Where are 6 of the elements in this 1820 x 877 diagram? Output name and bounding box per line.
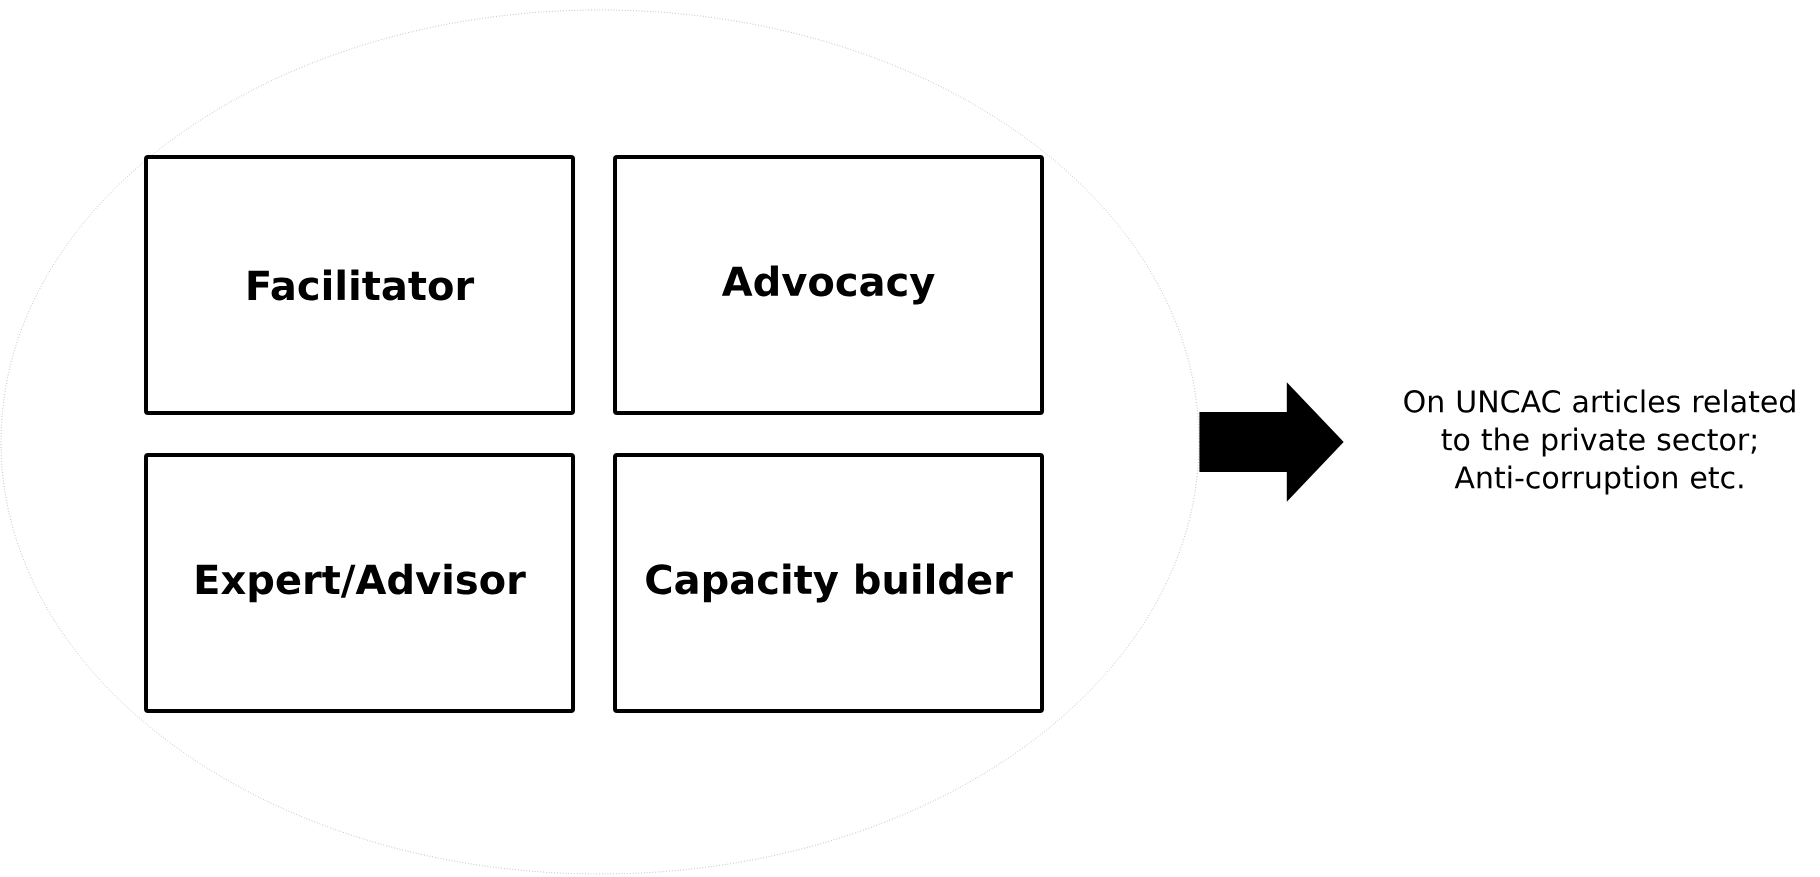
role-box: Advocacy	[613, 155, 1044, 415]
ellipse-outline	[0, 9, 1200, 875]
role-box: Expert/Advisor	[144, 453, 575, 713]
role-box: Facilitator	[144, 155, 575, 415]
description-text: On UNCAC articles related to the private sector; Anti-corruption etc.	[1404, 389, 1795, 495]
role-box: Capacity builder	[613, 453, 1044, 713]
